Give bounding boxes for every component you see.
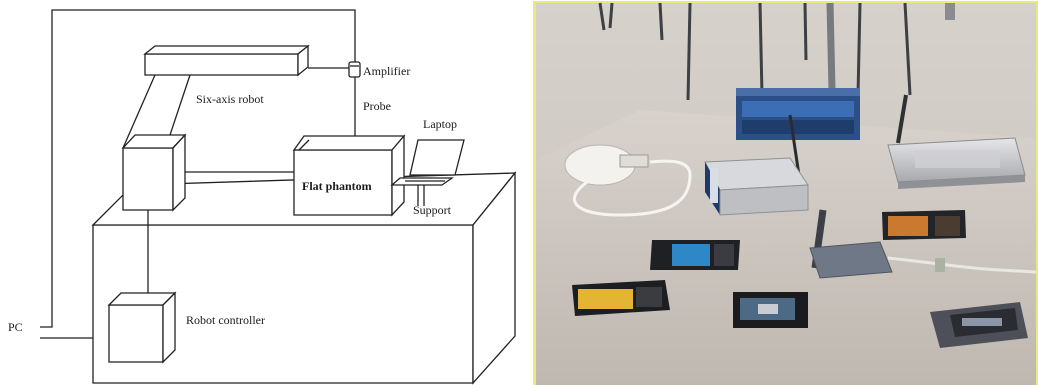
label-support: Support: [413, 203, 452, 217]
setup-diagram: Amplifier Six-axis robot Probe Laptop Fl…: [8, 10, 515, 383]
blue-router: [736, 88, 860, 140]
pcmcia-card-yellow: [572, 280, 670, 316]
label-pc: PC: [8, 320, 23, 334]
label-six-axis-robot: Six-axis robot: [196, 92, 264, 106]
label-probe: Probe: [363, 99, 391, 113]
label-robot-controller: Robot controller: [186, 313, 265, 327]
label-flat-phantom: Flat phantom: [302, 179, 372, 193]
flat-phantom: [294, 136, 404, 215]
equipment-photo: [533, 1, 1038, 385]
pcmcia-card-orange: [882, 210, 966, 240]
label-amplifier: Amplifier: [363, 64, 410, 78]
pcmcia-card-center: [733, 292, 808, 328]
label-laptop: Laptop: [423, 117, 457, 131]
amplifier: [349, 62, 360, 77]
pcmcia-card-blue: [650, 240, 740, 270]
